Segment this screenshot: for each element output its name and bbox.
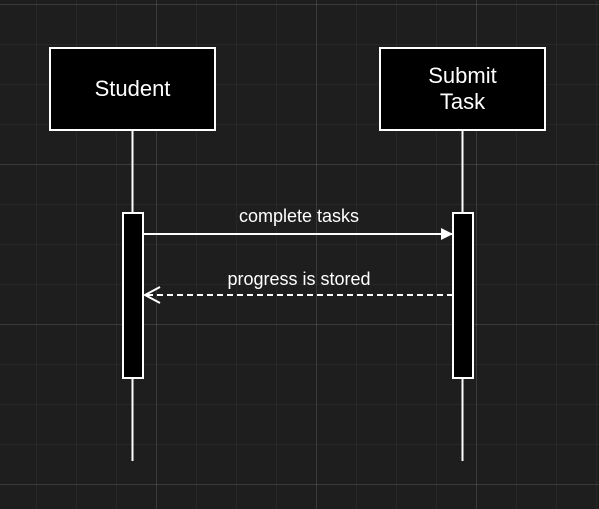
message-label-complete-tasks: complete tasks (238, 206, 360, 226)
activation-bar-student (122, 212, 144, 379)
open-arrowhead (142, 286, 161, 304)
message-label-progress-is-stored: progress is stored (227, 269, 371, 289)
actor-submit-task: Submit Task (379, 47, 546, 131)
actor-student: Student (49, 47, 216, 131)
activation-bar-submit-task (452, 212, 474, 379)
